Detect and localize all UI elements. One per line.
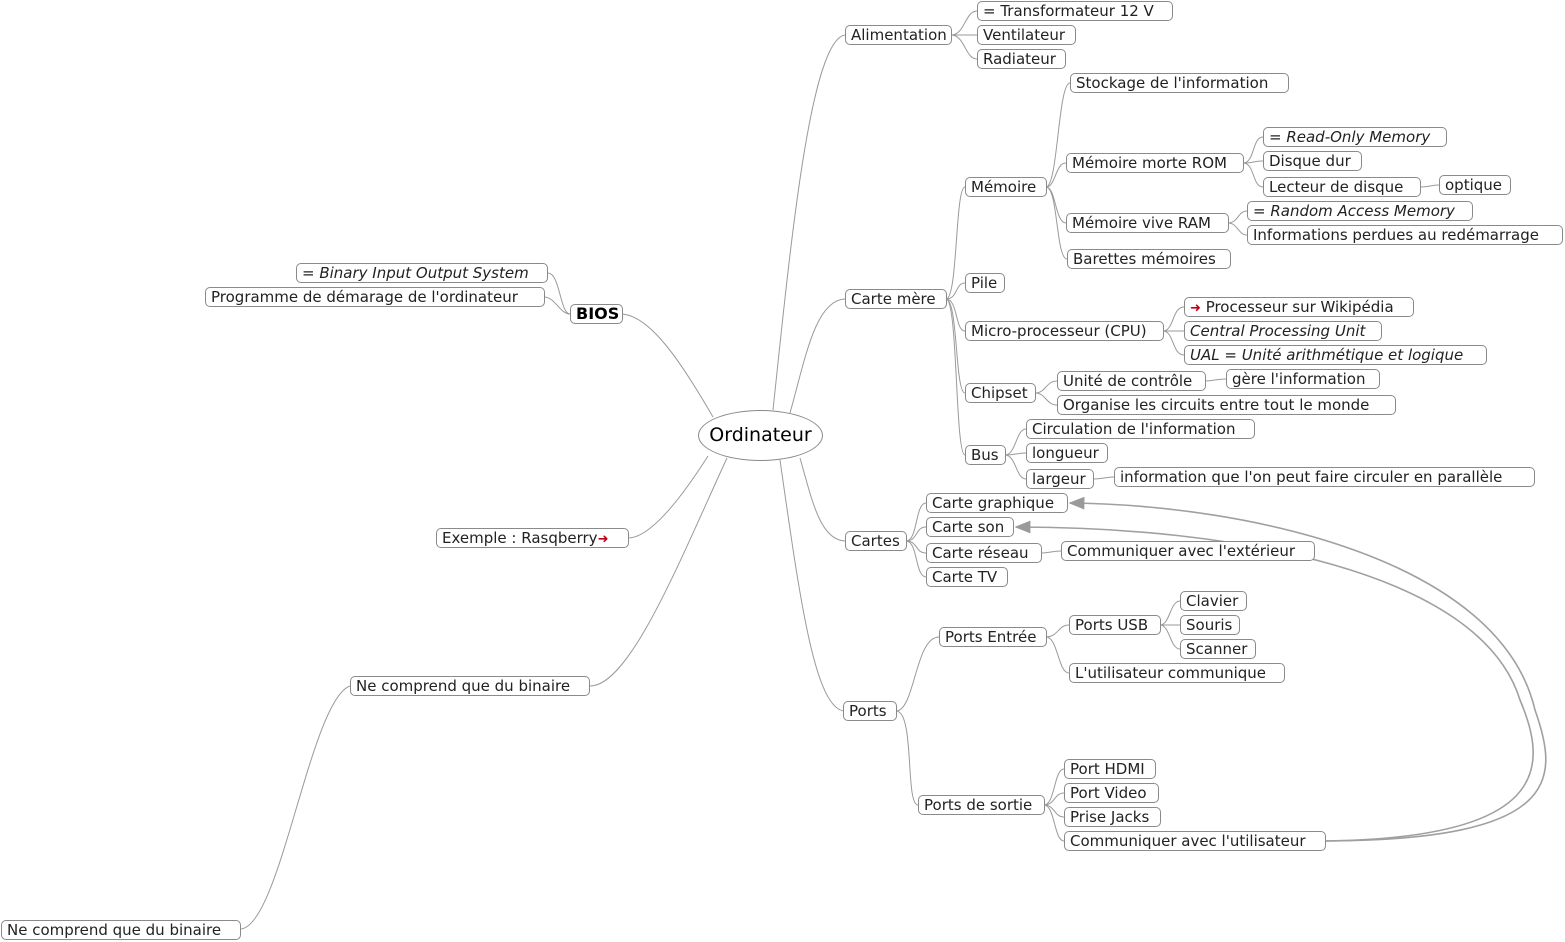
cpu-wiki-label: Processeur sur Wikipédia xyxy=(1205,298,1394,316)
edge-root-carte-mere xyxy=(789,298,846,414)
edge-root-cartes xyxy=(799,457,846,542)
cross-link-utilisateur-son xyxy=(1014,520,1534,842)
cross-link-utilisateur-graphique xyxy=(1068,496,1547,842)
edge-root-ports xyxy=(779,459,846,712)
node-bios-def[interactable]: = Binary Input Output System xyxy=(296,263,548,283)
node-ram-def[interactable]: = Random Access Memory xyxy=(1247,201,1473,221)
node-pile[interactable]: Pile xyxy=(965,273,1005,293)
node-ventilateur[interactable]: Ventilateur xyxy=(977,25,1076,45)
node-lecteur[interactable]: Lecteur de disque xyxy=(1263,177,1421,197)
node-largeur[interactable]: largeur xyxy=(1026,469,1094,489)
node-cpu-central[interactable]: Central Processing Unit xyxy=(1184,321,1382,341)
node-port-hdmi[interactable]: Port HDMI xyxy=(1064,759,1156,779)
node-bus[interactable]: Bus xyxy=(965,445,1006,465)
arrow-right-icon: ➜ xyxy=(1190,301,1201,316)
node-communiquer-utilisateur[interactable]: Communiquer avec l'utilisateur xyxy=(1064,831,1326,851)
node-rom-def[interactable]: = Read-Only Memory xyxy=(1263,127,1447,147)
node-ram[interactable]: Mémoire vive RAM xyxy=(1066,213,1229,233)
node-optique[interactable]: optique xyxy=(1439,175,1511,195)
node-ports[interactable]: Ports xyxy=(843,701,897,721)
node-bios-prog[interactable]: Programme de démarage de l'ordinateur xyxy=(205,287,545,307)
node-carte-tv[interactable]: Carte TV xyxy=(926,567,1008,587)
node-largeur-info[interactable]: information que l'on peut faire circuler… xyxy=(1114,467,1535,487)
node-longueur[interactable]: longueur xyxy=(1026,443,1108,463)
node-cpu-ual[interactable]: UAL = Unité arithmétique et logique xyxy=(1184,345,1487,365)
node-cpu-wiki[interactable]: ➜ Processeur sur Wikipédia xyxy=(1184,297,1414,317)
node-barettes[interactable]: Barettes mémoires xyxy=(1067,249,1231,269)
node-controle[interactable]: Unité de contrôle xyxy=(1057,371,1206,391)
edge-root-alimentation xyxy=(772,34,846,411)
node-carte-mere[interactable]: Carte mère xyxy=(845,289,947,309)
node-prise-jacks[interactable]: Prise Jacks xyxy=(1064,807,1161,827)
edge-root-binaire xyxy=(589,457,728,687)
raspberry-label: Exemple : Rasqberry xyxy=(442,529,598,547)
node-transformateur[interactable]: = Transformateur 12 V xyxy=(977,1,1173,21)
root-node[interactable]: Ordinateur xyxy=(698,410,823,461)
node-circulation[interactable]: Circulation de l'information xyxy=(1026,419,1255,439)
node-carte-graphique[interactable]: Carte graphique xyxy=(926,493,1068,513)
node-memoire[interactable]: Mémoire xyxy=(965,177,1047,197)
node-clavier[interactable]: Clavier xyxy=(1180,591,1247,611)
node-ram-perdues[interactable]: Informations perdues au redémarrage xyxy=(1247,225,1563,245)
node-cpu[interactable]: Micro-processeur (CPU) xyxy=(965,321,1164,341)
node-organise[interactable]: Organise les circuits entre tout le mond… xyxy=(1057,395,1396,415)
node-ports-entree[interactable]: Ports Entrée xyxy=(939,627,1047,647)
node-port-video[interactable]: Port Video xyxy=(1064,783,1159,803)
node-communiquer-exterieur[interactable]: Communiquer avec l'extérieur xyxy=(1061,541,1315,561)
node-carte-reseau[interactable]: Carte réseau xyxy=(926,543,1042,563)
node-binaire-far[interactable]: Ne comprend que du binaire xyxy=(1,920,241,940)
node-scanner[interactable]: Scanner xyxy=(1180,639,1256,659)
node-stockage[interactable]: Stockage de l'information xyxy=(1070,73,1289,93)
node-ports-sortie[interactable]: Ports de sortie xyxy=(918,795,1045,815)
node-radiateur[interactable]: Radiateur xyxy=(977,49,1066,69)
node-raspberry[interactable]: Exemple : Rasqberry➜ xyxy=(436,528,629,548)
node-alimentation[interactable]: Alimentation xyxy=(845,25,952,45)
node-bios[interactable]: BIOS xyxy=(570,304,623,324)
root-label: Ordinateur xyxy=(709,424,812,446)
arrow-right-icon: ➜ xyxy=(597,532,609,547)
node-ports-usb[interactable]: Ports USB xyxy=(1069,615,1161,635)
edge-root-bios xyxy=(621,313,714,418)
node-disque-dur[interactable]: Disque dur xyxy=(1263,151,1362,171)
node-utilisateur-communique[interactable]: L'utilisateur communique xyxy=(1069,663,1285,683)
node-chipset[interactable]: Chipset xyxy=(965,383,1036,403)
node-cartes[interactable]: Cartes xyxy=(845,531,907,551)
node-souris[interactable]: Souris xyxy=(1180,615,1240,635)
node-carte-son[interactable]: Carte son xyxy=(926,517,1014,537)
node-gere[interactable]: gère l'information xyxy=(1226,369,1380,389)
node-rom[interactable]: Mémoire morte ROM xyxy=(1066,153,1244,173)
edge-binaire-far xyxy=(239,685,351,930)
edge-root-raspberry xyxy=(627,455,709,539)
node-binaire-mid[interactable]: Ne comprend que du binaire xyxy=(350,676,590,696)
